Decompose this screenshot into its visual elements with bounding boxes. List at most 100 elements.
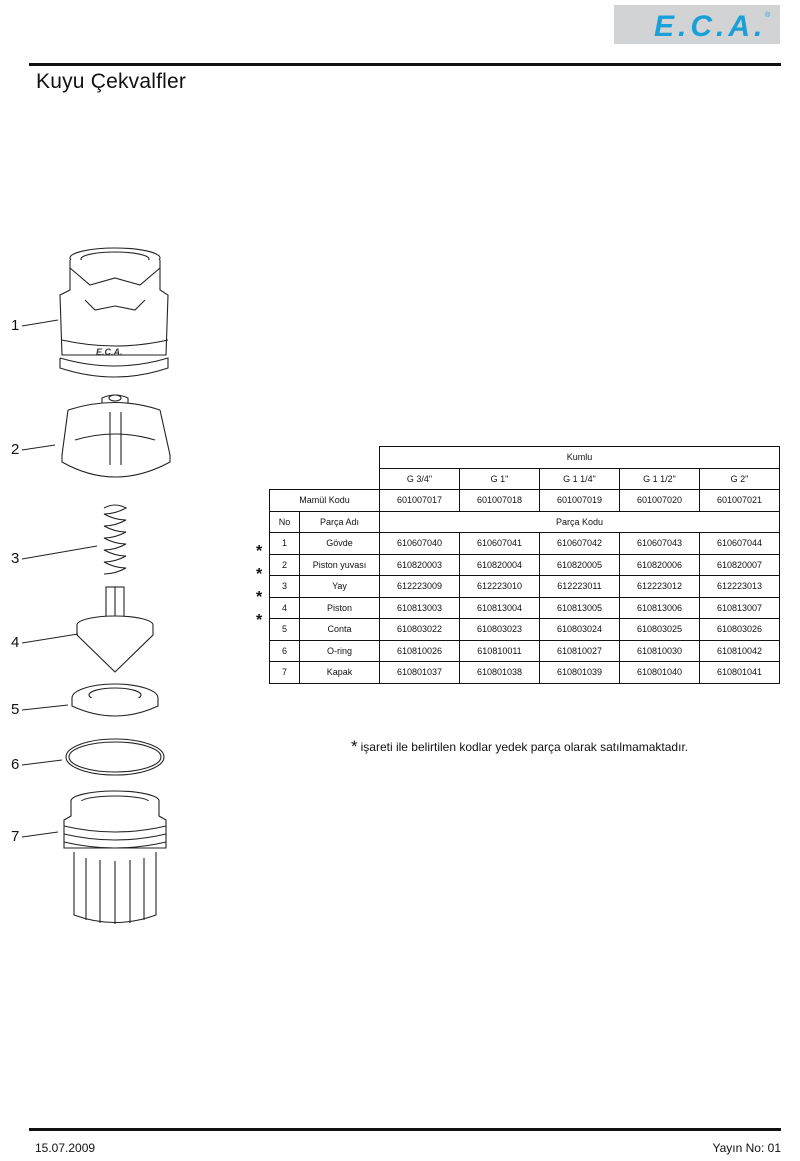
callout-4: 4 [11,634,20,651]
part-code: 610607042 [539,532,620,555]
part-code: 612223012 [619,575,700,598]
part-code: 612223011 [539,575,620,598]
row-no: 6 [269,639,300,662]
table-row: 3 Yay 612223009 612223010 612223011 6122… [269,575,780,598]
size-header: G 1 1/4" [539,467,620,490]
part-code: 610801040 [619,661,700,684]
part-code: 610810042 [699,639,780,662]
part-4-piston [76,586,154,673]
group-header: Kumlu [379,446,780,469]
row-no: 5 [269,618,300,641]
row-name: Conta [299,618,380,641]
footnote-text: işareti ile belirtilen kodlar yedek parç… [360,740,689,754]
table-group-row: Kumlu [270,446,780,469]
page-title: Kuyu Çekvalfler [36,70,187,93]
footnote-star: * [351,737,358,756]
part-code: 610820007 [699,553,780,576]
part-2-piston-seat [61,394,171,478]
col-name-header: Parça Adı [299,510,380,533]
header-rule [29,63,781,66]
column-header-row: No Parça Adı Parça Kodu [269,510,780,533]
part-1-body: E.C.A. [59,247,169,378]
logo-text: E.C.A. [654,10,766,43]
part-code: 610607043 [619,532,700,555]
part-code: 610820003 [379,553,460,576]
table-row: 1 Gövde 610607040 610607041 610607042 61… [269,532,780,555]
part-code: 610803022 [379,618,460,641]
part-code: 610813007 [699,596,780,619]
part-code: 610801038 [459,661,540,684]
table-row: 7 Kapak 610801037 610801038 610801039 61… [269,661,780,684]
registered-mark: ® [765,11,771,19]
row-no: 1 [269,532,300,555]
footer-edition: Yayın No: 01 [712,1141,781,1155]
part-6-o-ring [65,738,165,776]
non-spare-marker: * [256,589,263,606]
non-spare-marker: * [256,612,263,629]
product-code: 601007018 [459,489,540,512]
size-header: G 2" [699,467,780,490]
callout-6: 6 [11,756,20,773]
part-code: 610813004 [459,596,540,619]
product-code: 601007021 [699,489,780,512]
part-code: 610607041 [459,532,540,555]
part-code: 610813003 [379,596,460,619]
part-code: 610801039 [539,661,620,684]
col-part-code-header: Parça Kodu [379,510,780,533]
part-code: 610803024 [539,618,620,641]
non-spare-marker: * [256,566,263,583]
row-no: 4 [269,596,300,619]
part-code: 612223010 [459,575,540,598]
part-code: 610607040 [379,532,460,555]
part-code: 610801037 [379,661,460,684]
callout-7: 7 [11,828,20,845]
footer-rule [29,1128,781,1131]
product-code: 601007017 [379,489,460,512]
table-row: 6 O-ring 610810026 610810011 610810027 6… [269,639,780,662]
col-no-header: No [269,510,300,533]
footer-date: 15.07.2009 [35,1141,96,1155]
row-name: Piston yuvası [299,553,380,576]
footnote: *işareti ile belirtilen kodlar yedek par… [351,736,688,756]
table-row: 4 Piston 610813003 610813004 610813005 6… [269,596,780,619]
body-marking: E.C.A. [96,347,123,357]
parts-table: Kumlu G 3/4" G 1" G 1 1/4" G 1 1/2" G 2"… [269,446,780,684]
part-code: 610813005 [539,596,620,619]
row-name: Piston [299,596,380,619]
size-header: G 3/4" [379,467,460,490]
product-code: 601007020 [619,489,700,512]
row-no: 3 [269,575,300,598]
part-code: 610810030 [619,639,700,662]
table-size-row: G 3/4" G 1" G 1 1/4" G 1 1/2" G 2" [270,467,780,490]
exploded-view-drawing: E.C.A. [21,247,171,924]
product-code-label: Mamül Kodu [269,489,380,512]
part-code: 610813006 [619,596,700,619]
part-3-spring [103,504,128,575]
part-code: 610803026 [699,618,780,641]
row-no: 7 [269,661,300,684]
row-no: 2 [269,553,300,576]
brand-logo: E.C.A. ® [614,5,780,44]
part-code: 610607044 [699,532,780,555]
row-name: O-ring [299,639,380,662]
size-header: G 1" [459,467,540,490]
part-7-cap [63,790,167,924]
row-name: Yay [299,575,380,598]
part-code: 610801041 [699,661,780,684]
row-name: Gövde [299,532,380,555]
part-code: 610820006 [619,553,700,576]
part-code: 610820005 [539,553,620,576]
part-code: 612223009 [379,575,460,598]
part-code: 612223013 [699,575,780,598]
part-code: 610810011 [459,639,540,662]
part-code: 610820004 [459,553,540,576]
table-row: 2 Piston yuvası 610820003 610820004 6108… [269,553,780,576]
callout-1: 1 [11,317,20,334]
callout-2: 2 [11,441,20,458]
callout-5: 5 [11,701,20,718]
row-name: Kapak [299,661,380,684]
part-code: 610803023 [459,618,540,641]
product-code: 601007019 [539,489,620,512]
size-header: G 1 1/2" [619,467,700,490]
part-code: 610810026 [379,639,460,662]
